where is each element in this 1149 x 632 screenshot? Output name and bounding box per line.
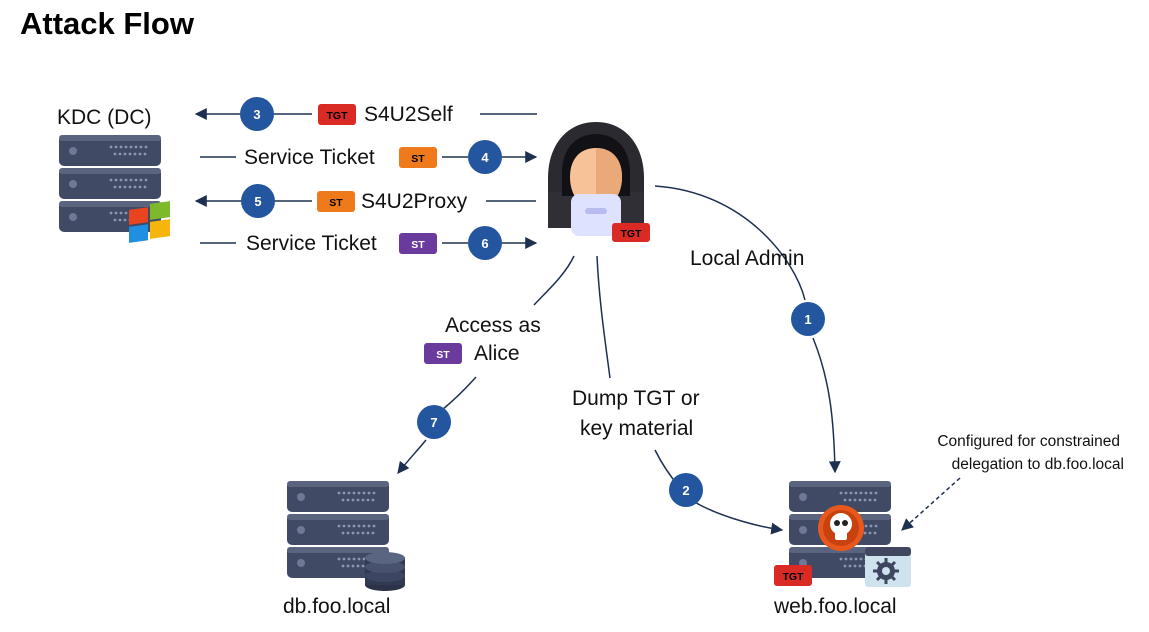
local-admin-label: Local Admin: [690, 247, 804, 270]
access-st-purple-ticket-icon: ST: [424, 343, 462, 364]
svg-text:ST: ST: [411, 153, 425, 165]
dump-label-line2: key material: [580, 417, 693, 440]
windows-logo-icon: [129, 201, 170, 243]
svg-text:TGT: TGT: [621, 228, 643, 240]
hacker-icon: [548, 122, 644, 236]
step-4-badge: 4: [468, 140, 502, 174]
svg-text:TGT: TGT: [783, 571, 805, 583]
service-ticket-orange-icon: ST: [399, 147, 437, 168]
step-6-badge: 6: [468, 226, 502, 260]
settings-window-icon: [865, 547, 911, 587]
s4u2proxy-label: S4U2Proxy: [361, 190, 468, 213]
svg-text:ST: ST: [329, 197, 343, 209]
skull-icon: [818, 505, 864, 551]
web-tgt-ticket-icon: TGT: [774, 565, 812, 586]
svg-text:1: 1: [804, 312, 811, 327]
service-ticket-label-1: Service Ticket: [244, 146, 375, 169]
step-1-badge: 1: [791, 302, 825, 336]
svg-text:3: 3: [253, 107, 260, 122]
step-5-badge: 5: [241, 184, 275, 218]
s4u2self-label: S4U2Self: [364, 103, 453, 126]
hacker-tgt-ticket-icon: TGT: [612, 223, 650, 242]
svg-text:4: 4: [481, 150, 489, 165]
database-icon: [365, 552, 405, 591]
step-2-badge: 2: [669, 473, 703, 507]
s4u2proxy-st-ticket-icon: ST: [317, 191, 355, 212]
s4u2self-tgt-ticket-icon: TGT: [318, 104, 356, 125]
svg-text:7: 7: [430, 415, 437, 430]
svg-text:TGT: TGT: [327, 110, 349, 122]
note-line2: delegation to db.foo.local: [952, 456, 1124, 473]
service-ticket-label-2: Service Ticket: [246, 232, 377, 255]
svg-text:5: 5: [254, 194, 261, 209]
note-line1: Configured for constrained: [937, 433, 1120, 450]
step-3-badge: 3: [240, 97, 274, 131]
svg-text:ST: ST: [436, 349, 450, 361]
step-7-badge: 7: [417, 405, 451, 439]
svg-text:2: 2: [682, 483, 689, 498]
service-ticket-purple-icon: ST: [399, 233, 437, 254]
svg-text:6: 6: [481, 236, 488, 251]
svg-text:ST: ST: [411, 239, 425, 251]
db-label: db.foo.local: [283, 595, 390, 618]
dump-label-line1: Dump TGT or: [572, 387, 700, 410]
page-title: Attack Flow: [20, 6, 194, 41]
access-label-line2: Alice: [474, 342, 520, 365]
kdc-label: KDC (DC): [57, 106, 152, 129]
web-label: web.foo.local: [773, 595, 897, 618]
access-label-line1: Access as: [445, 314, 541, 337]
